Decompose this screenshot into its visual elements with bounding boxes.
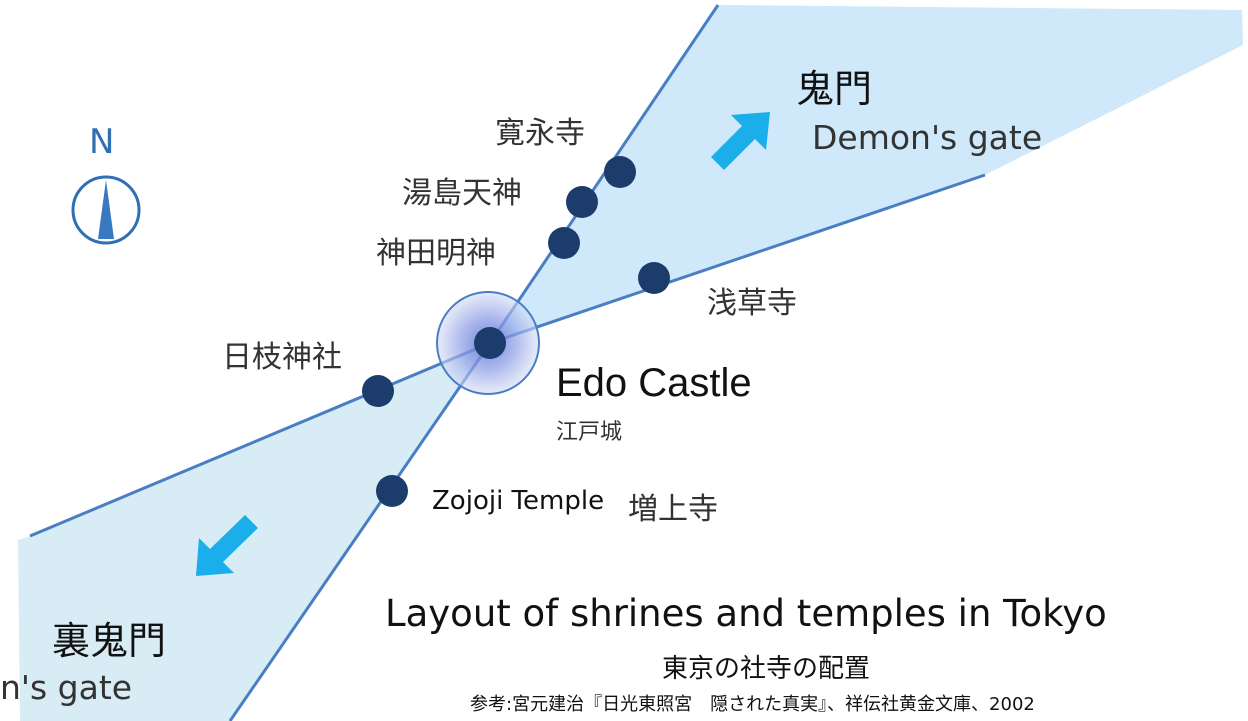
sensoji-axis-line-sw <box>29 341 491 538</box>
kimon-zone <box>490 5 1243 343</box>
caption-title: Layout of shrines and temples in Tokyo <box>385 592 1107 635</box>
urakimon-label-en: n's gate <box>0 668 133 707</box>
north-label: N <box>89 122 115 162</box>
site-dot-hie <box>362 375 394 407</box>
kimon-label-en: Demon's gate <box>812 118 1043 157</box>
site-label-kanda: 神田明神 <box>376 236 496 271</box>
kimon-axis-line-sw <box>228 342 492 721</box>
site-dot-zojoji <box>376 475 408 507</box>
urakimon-zone <box>18 343 490 721</box>
castle-label-jp: 江戸城 <box>556 420 623 445</box>
site-label-sensoji: 浅草寺 <box>707 286 797 321</box>
site-label-yushima: 湯島天神 <box>402 176 522 211</box>
site-label-zojoji-jp: 増上寺 <box>628 492 718 527</box>
site-label-zojoji-en: Zojoji Temple <box>432 486 605 516</box>
site-dot-sensoji <box>638 262 670 294</box>
kimon-arrow-icon <box>711 112 770 170</box>
kimon-axis-line-ne <box>488 4 720 344</box>
site-label-kaneiji: 寛永寺 <box>495 116 585 151</box>
kimon-label-jp: 鬼門 <box>796 67 873 111</box>
urakimon-label-jp: 裏鬼門 <box>52 619 167 663</box>
site-dot-yushima <box>566 186 598 218</box>
site-dot-kanda <box>548 227 580 259</box>
site-dot-castle <box>474 327 506 359</box>
castle-label-en: Edo Castle <box>556 361 752 405</box>
caption-reference: 参考:宮元建治『日光東照宮 隠された真実』、祥伝社黄金文庫、2002 <box>470 694 1035 715</box>
site-dot-kaneiji <box>604 156 636 188</box>
caption-subtitle: 東京の社寺の配置 <box>662 654 871 684</box>
sensoji-axis-line-ne <box>489 173 986 345</box>
site-label-hie: 日枝神社 <box>222 340 342 375</box>
compass-needle-icon <box>98 180 114 239</box>
urakimon-arrow-icon <box>196 515 258 576</box>
